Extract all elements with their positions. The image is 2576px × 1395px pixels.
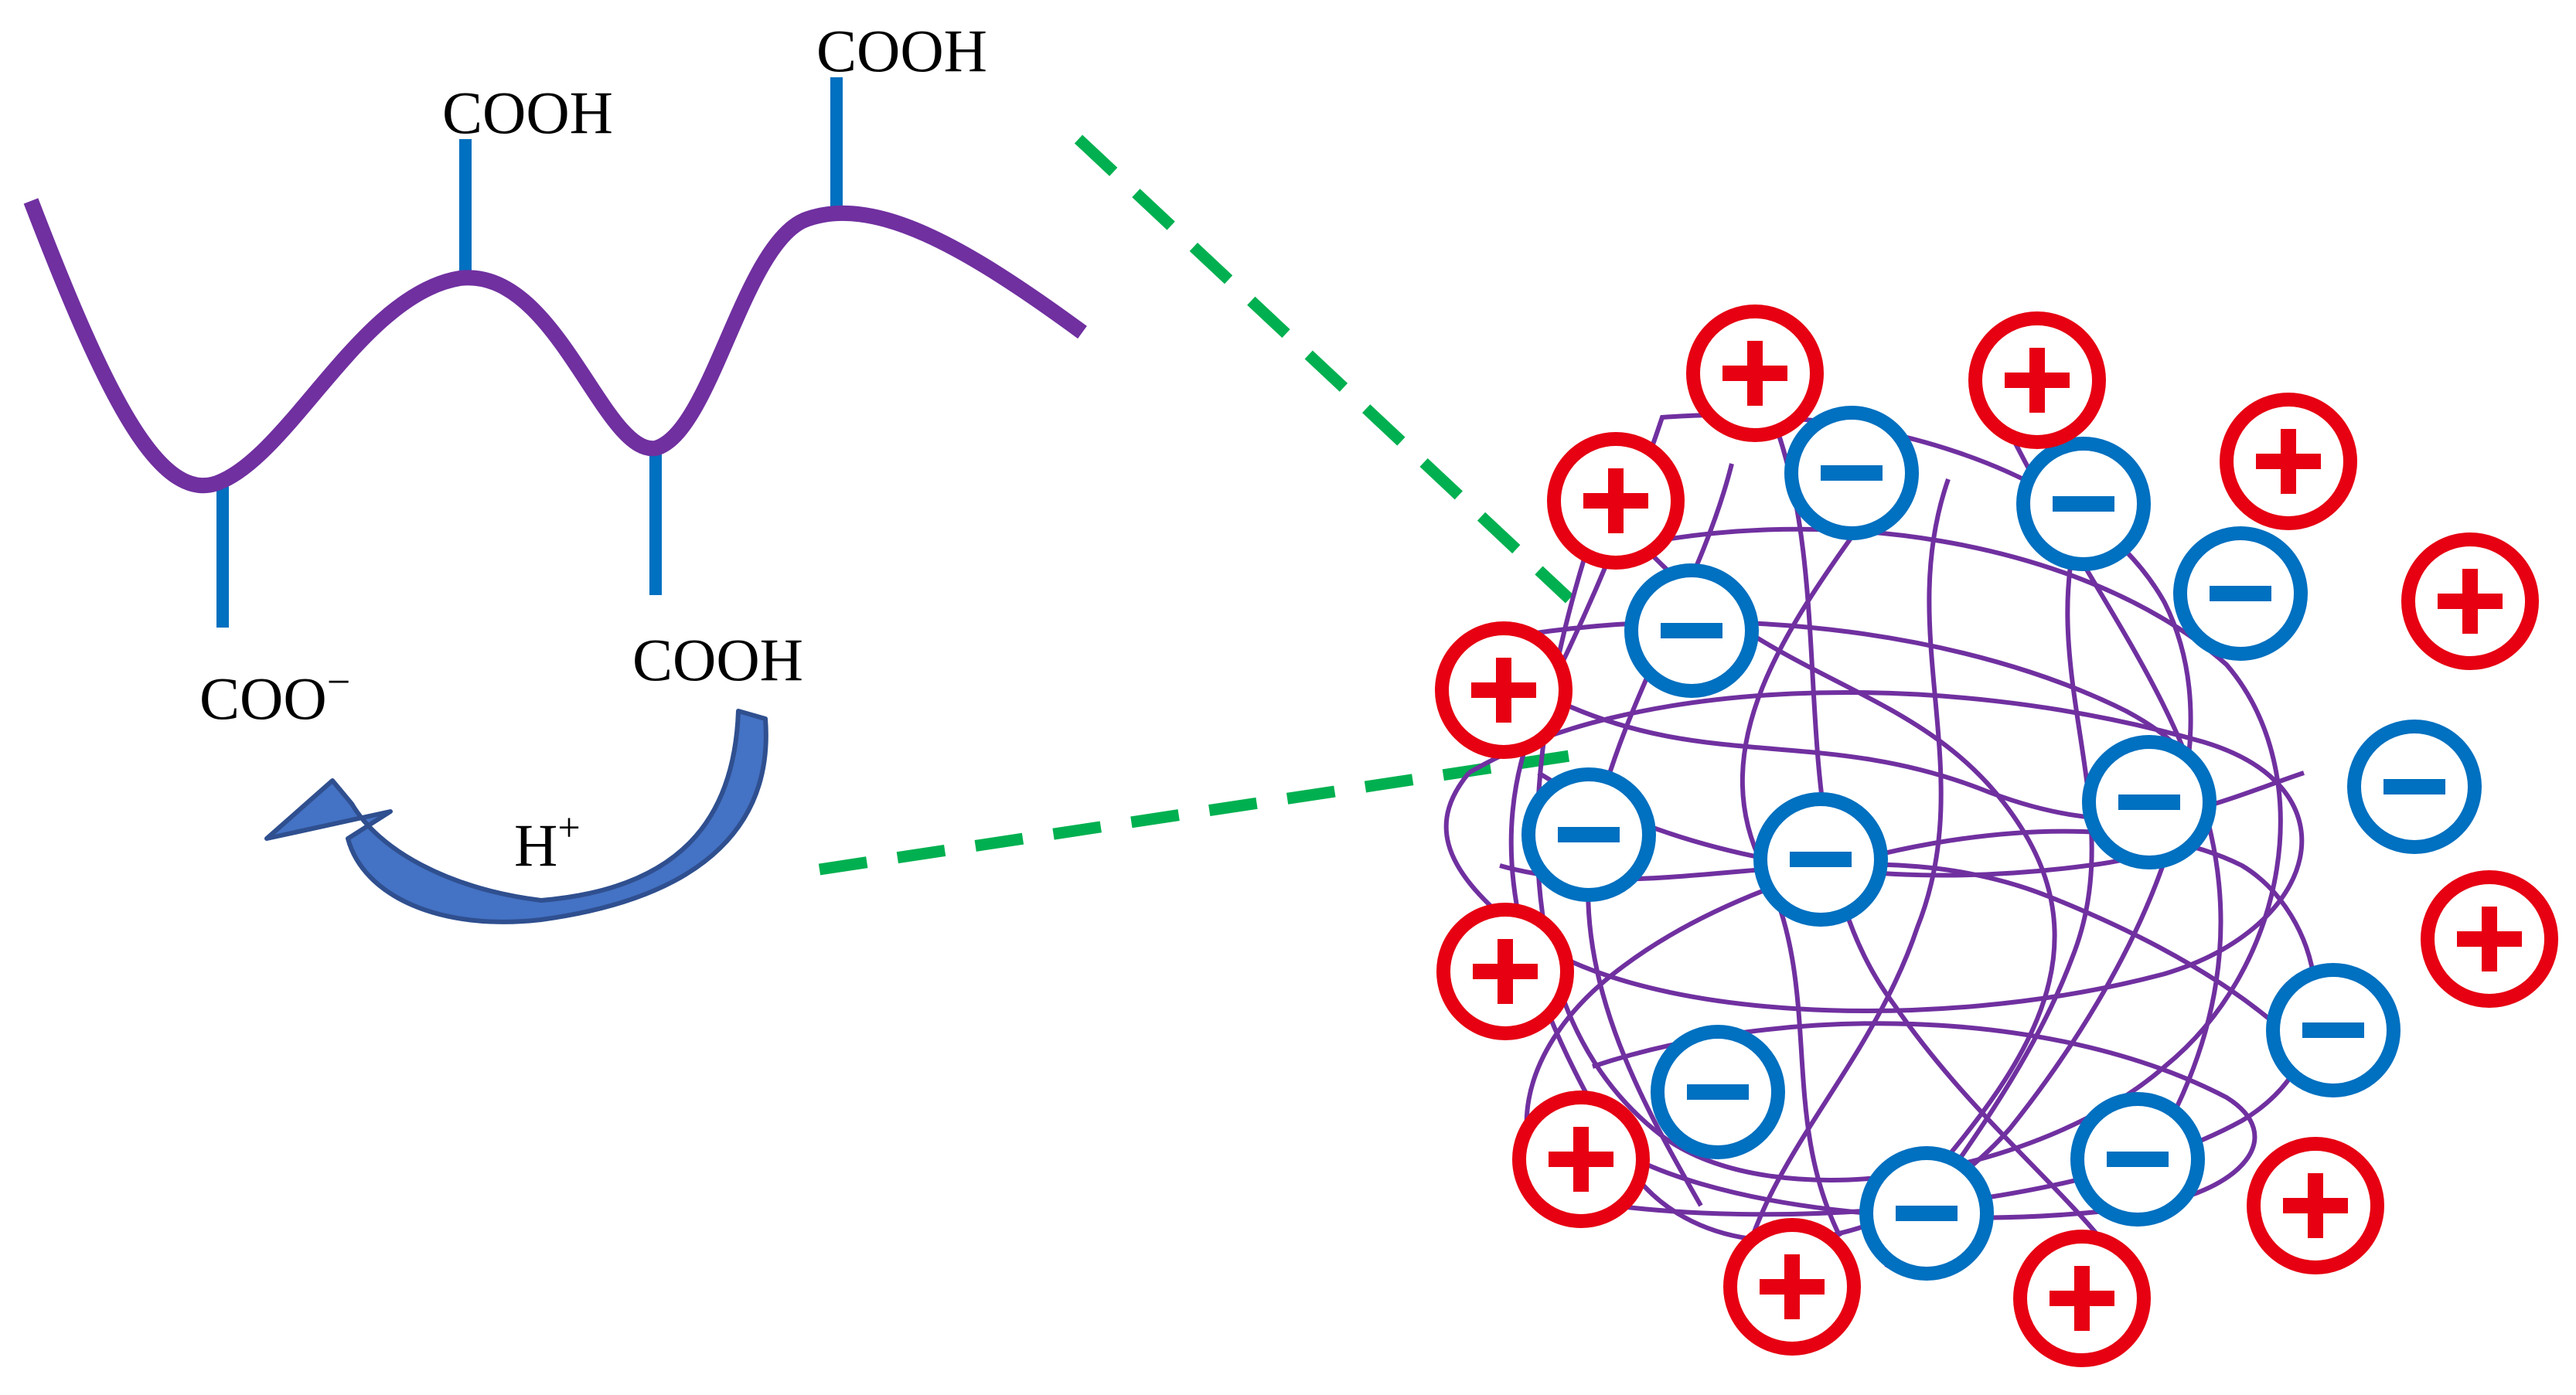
negative-charges [1521, 406, 2482, 1281]
positive-charges [1435, 305, 2558, 1367]
polymer-chain-group [23, 77, 1087, 628]
polymer-backbone [23, 198, 1087, 493]
positive-charge [1723, 1218, 1861, 1356]
positive-charge [2421, 870, 2558, 1008]
negative-charge [2173, 526, 2308, 661]
negative-charge [1859, 1146, 1994, 1281]
positive-charge [2220, 393, 2357, 530]
zoom-line-lower [818, 747, 1586, 876]
negative-charge [1521, 767, 1656, 902]
proton-transfer-arrow [264, 709, 768, 924]
label-cooh-top-middle: COOH [442, 79, 613, 146]
negative-charge [2266, 963, 2401, 1097]
positive-charge [1436, 903, 1574, 1040]
negative-charge [2016, 437, 2151, 571]
negative-charge [2070, 1092, 2205, 1227]
positive-charge [2013, 1230, 2151, 1367]
positive-charge [1512, 1090, 1650, 1228]
label-proton: H+ [514, 806, 581, 879]
positive-charge [1686, 305, 1824, 442]
positive-charge [2401, 532, 2539, 670]
label-cooh-top-right: COOH [816, 17, 987, 84]
negative-charge [2347, 720, 2482, 854]
positive-charge [2247, 1137, 2384, 1274]
label-coo-minus: COO− [199, 658, 350, 732]
negative-charge [1753, 792, 1888, 927]
label-cooh-bottom: COOH [632, 626, 803, 693]
label-coo-minus-sup: − [327, 658, 350, 705]
negative-charge [2082, 735, 2217, 869]
zoom-line-upper [1074, 134, 1574, 604]
positive-charge [1435, 621, 1573, 759]
positive-charge [1968, 311, 2106, 449]
negative-charge [1651, 1025, 1785, 1159]
negative-charge [1624, 563, 1759, 698]
positive-charge [1547, 432, 1685, 570]
label-proton-sup: + [557, 806, 580, 850]
negative-charge [1784, 406, 1919, 540]
